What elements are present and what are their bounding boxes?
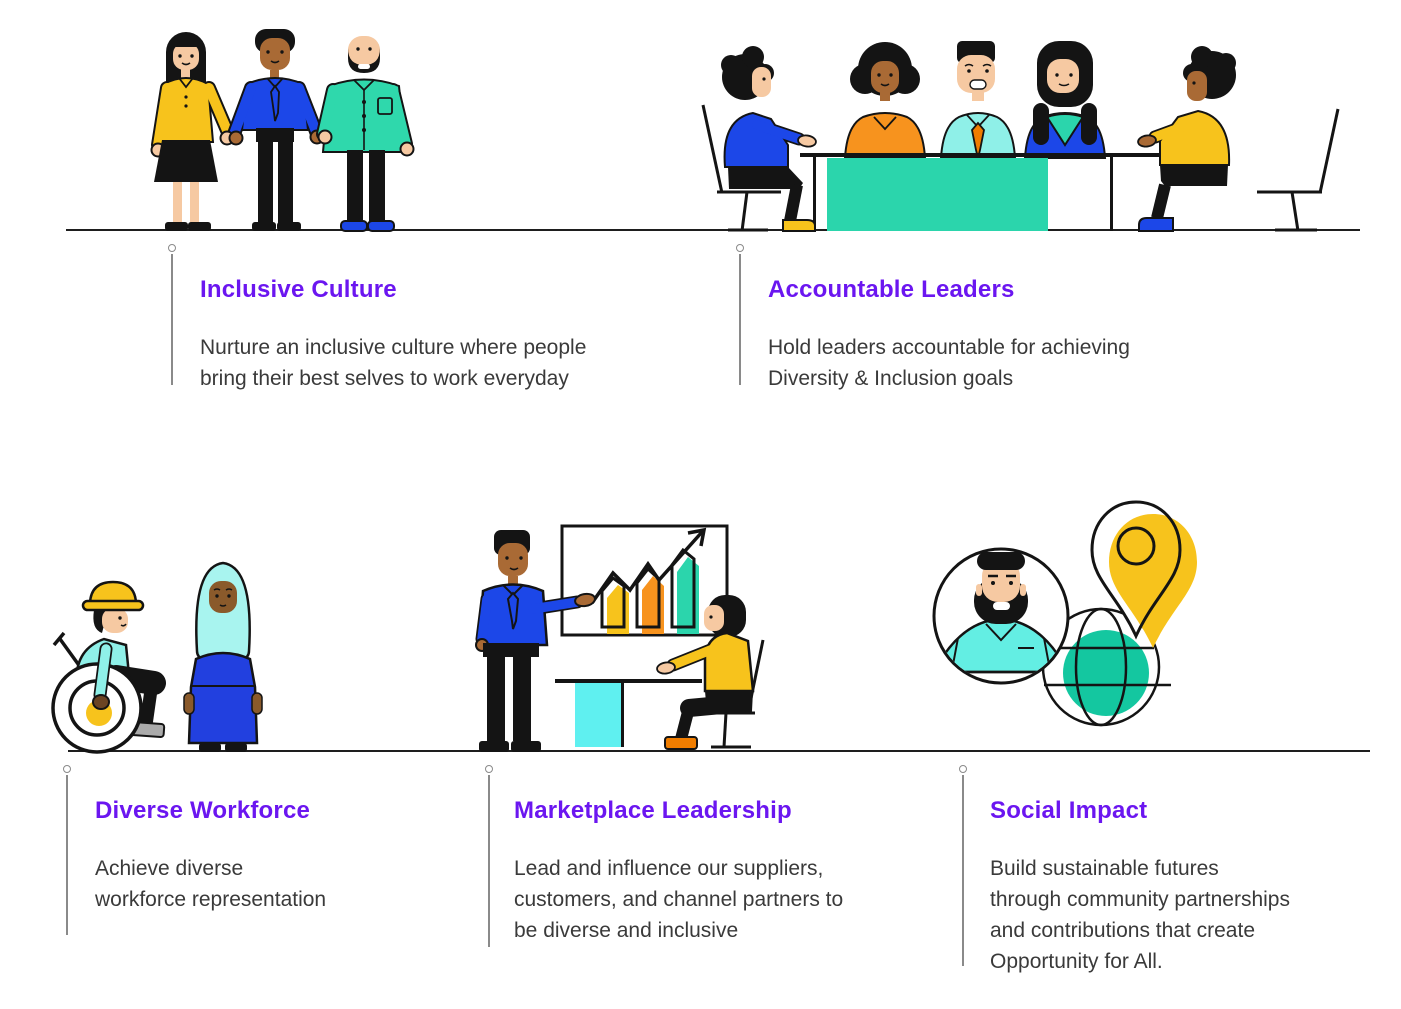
person-seated-right-yellow <box>1137 46 1340 232</box>
avatar-circle-man <box>932 547 1070 685</box>
person-leader-cyan-tie <box>939 41 1017 159</box>
person-leader-blue-woman <box>1023 41 1107 159</box>
connector-dot-icon <box>62 765 71 773</box>
section-accountable-leaders: Accountable Leaders Hold leaders account… <box>768 276 1248 394</box>
person-seated-listener <box>656 595 765 750</box>
person-leader-orange <box>843 42 927 159</box>
person-seated-left-blue <box>701 46 817 232</box>
illustration-wheelchair-user-and-hijab-woman <box>51 561 263 754</box>
location-pin-icon <box>1090 500 1197 648</box>
connector-dot-icon <box>167 244 176 252</box>
bottom-ground-line <box>68 750 1370 752</box>
top-ground-line <box>66 229 1360 231</box>
desk <box>555 679 702 747</box>
illustration-three-people-holding-hands <box>150 29 415 232</box>
connector-line <box>962 775 964 966</box>
meeting-table <box>800 153 1190 231</box>
section-description: Nurture an inclusive culture where peopl… <box>200 336 587 390</box>
person-wheelchair-user <box>51 580 166 754</box>
connector-dot-icon <box>958 765 967 773</box>
section-title: Accountable Leaders <box>768 276 1015 303</box>
illustration-avatar-globe-location-pin <box>932 500 1197 727</box>
globe-icon <box>1041 607 1171 727</box>
connector-dot-icon <box>735 244 744 252</box>
section-title: Inclusive Culture <box>200 276 397 303</box>
section-title: Diverse Workforce <box>95 797 311 824</box>
connector-dot-icon <box>484 765 493 773</box>
presentation-board <box>560 524 729 637</box>
person-woman-yellow <box>150 32 236 231</box>
connector-line <box>488 775 490 947</box>
person-man-blue-tie <box>219 29 325 231</box>
section-title: Marketplace Leadership <box>514 797 792 824</box>
connector-line <box>739 254 741 385</box>
person-presenter <box>475 530 596 752</box>
growth-bar-chart-icon <box>590 527 707 634</box>
connector-line <box>171 254 173 385</box>
section-title: Social Impact <box>990 797 1148 824</box>
section-marketplace-leadership: Marketplace Leadership Lead and influenc… <box>514 797 944 946</box>
section-description: Lead and influence our suppliers,custome… <box>514 857 844 942</box>
connector-line <box>66 775 68 935</box>
section-inclusive-culture: Inclusive Culture Nurture an inclusive c… <box>200 276 680 394</box>
illustration-leaders-meeting-table <box>701 41 1340 232</box>
illustration-presenter-with-growth-chart <box>475 524 765 752</box>
person-hijab-woman <box>183 561 263 752</box>
person-man-teal-beard <box>316 36 415 232</box>
